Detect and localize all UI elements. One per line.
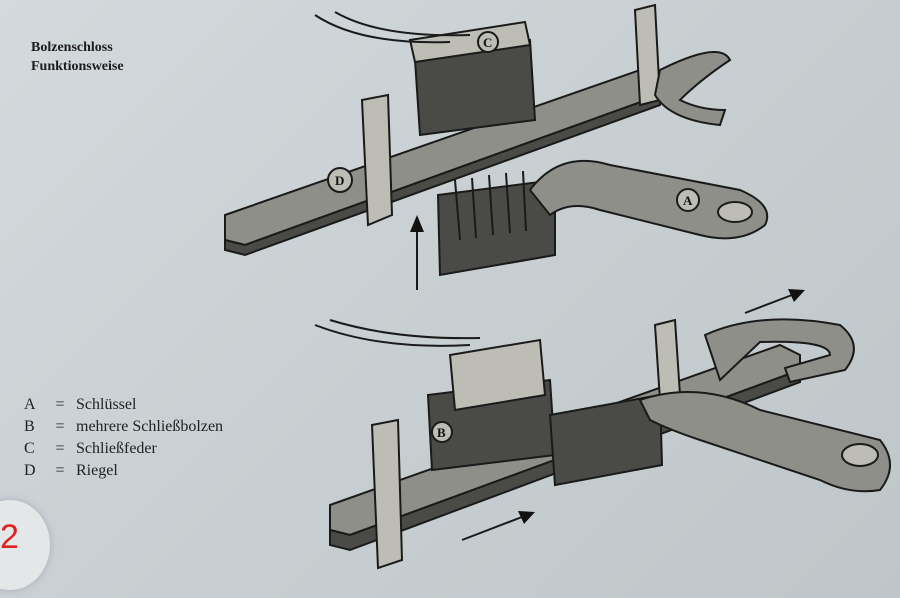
label-c-circle bbox=[477, 31, 499, 53]
legend-item: C = Schließfeder bbox=[24, 438, 223, 460]
legend: A = Schlüssel B = mehrere Schließbolzen … bbox=[24, 394, 223, 482]
bottom-left-bracket bbox=[370, 418, 404, 570]
top-bolt-side bbox=[224, 93, 661, 257]
key-a bbox=[528, 159, 769, 240]
right-arrow-icon-upper bbox=[788, 289, 805, 302]
number-badge: 2 bbox=[0, 500, 50, 590]
legend-label: Riegel bbox=[76, 462, 118, 479]
label-d-circle bbox=[327, 167, 353, 193]
legend-key: B bbox=[24, 418, 35, 435]
title-line-2: Funktionsweise bbox=[31, 59, 124, 74]
legend-label: mehrere Schließbolzen bbox=[76, 418, 224, 435]
bottom-key-hole bbox=[841, 443, 879, 467]
legend-equals: = bbox=[55, 396, 65, 413]
bottom-right-bracket bbox=[653, 318, 682, 402]
legend-key: A bbox=[24, 396, 36, 413]
label-c: C bbox=[483, 35, 492, 50]
top-hook bbox=[653, 51, 732, 127]
legend-item: B = mehrere Schließbolzen bbox=[24, 416, 223, 438]
bottom-hook bbox=[703, 318, 855, 384]
top-assembly: D C A bbox=[224, 3, 769, 290]
key-a-hole bbox=[717, 201, 753, 223]
bottom-pin-block bbox=[548, 393, 664, 487]
legend-key: C bbox=[24, 440, 35, 457]
legend-equals: = bbox=[55, 418, 65, 435]
legend-label: Schlüssel bbox=[76, 396, 137, 413]
top-bolt-pins-block bbox=[436, 178, 556, 277]
label-b: B bbox=[437, 425, 446, 440]
legend-equals: = bbox=[55, 440, 65, 457]
up-arrow-icon bbox=[410, 215, 424, 232]
legend-key: D bbox=[24, 462, 36, 479]
legend-label: Schließfeder bbox=[76, 440, 157, 457]
legend-equals: = bbox=[55, 462, 65, 479]
bottom-key bbox=[638, 391, 891, 493]
right-arrow-icon-lower bbox=[518, 511, 535, 524]
top-key-pins bbox=[454, 170, 527, 241]
bottom-raised-pins bbox=[448, 338, 547, 412]
label-a: A bbox=[683, 193, 693, 208]
legend-item: A = Schlüssel bbox=[24, 394, 223, 416]
title-line-1: Bolzenschloss bbox=[31, 40, 113, 55]
top-spring-cap bbox=[408, 20, 532, 64]
diagram-title: Bolzenschloss Funktionsweise bbox=[31, 38, 124, 76]
bottom-assembly: B bbox=[314, 289, 891, 570]
right-arrow-line-lower bbox=[461, 516, 523, 541]
top-spring-leaf bbox=[314, 11, 471, 44]
legend-item: D = Riegel bbox=[24, 460, 223, 482]
bottom-spring-leaf bbox=[314, 319, 481, 347]
label-d: D bbox=[335, 173, 344, 188]
badge-number: 2 bbox=[0, 518, 19, 556]
label-a-circle bbox=[676, 188, 700, 212]
top-left-bracket bbox=[360, 93, 394, 227]
right-arrow-line-upper bbox=[744, 294, 793, 314]
label-b-circle bbox=[431, 421, 453, 443]
